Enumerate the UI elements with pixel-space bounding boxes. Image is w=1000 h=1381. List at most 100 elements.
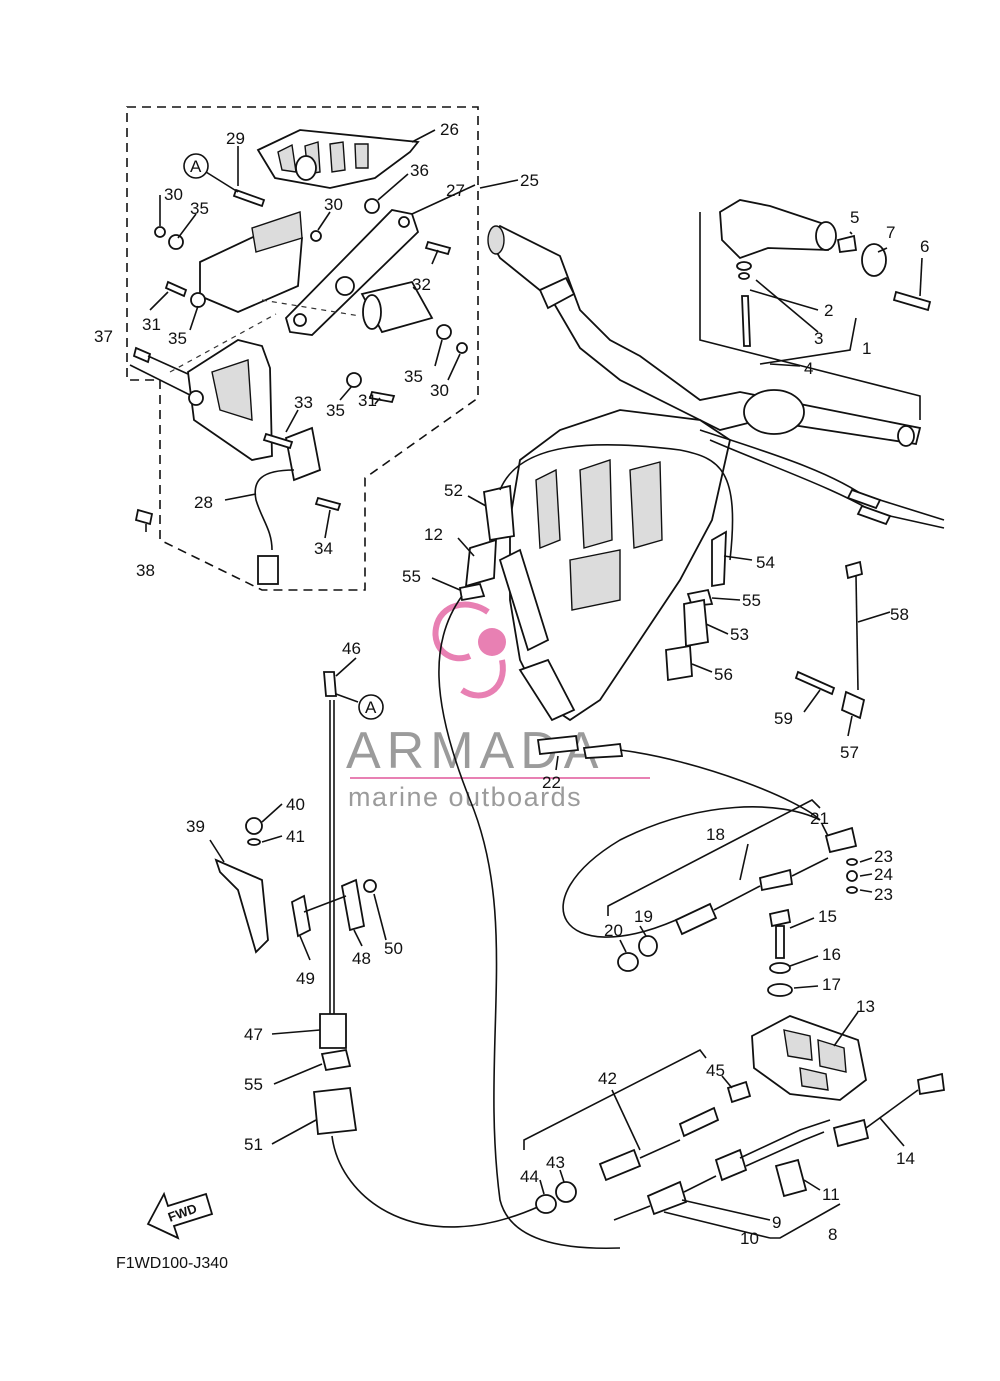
part-fasteners-box <box>132 188 468 526</box>
callout-12: 12 <box>424 525 443 544</box>
ref-marker-a-bottom: A <box>358 694 384 720</box>
leader-lines-upper-right <box>431 231 923 771</box>
callout-54: 54 <box>756 553 775 572</box>
callout-25: 25 <box>520 171 539 190</box>
fwd-arrow-icon: FWD <box>146 1191 214 1240</box>
callout-40: 40 <box>286 795 305 814</box>
part-side-plate <box>187 339 273 461</box>
callout-16: 16 <box>822 945 841 964</box>
callout-5: 5 <box>850 208 859 227</box>
callout-27: 27 <box>446 181 465 200</box>
callout-18: 18 <box>706 825 725 844</box>
svg-text:A: A <box>190 157 202 176</box>
callout-38: 38 <box>136 561 155 580</box>
part-54-53-56 <box>665 530 727 682</box>
part-14-harness <box>832 1072 946 1148</box>
svg-text:A: A <box>365 698 377 717</box>
callout-55c: 55 <box>244 1075 263 1094</box>
leader-lines-15-17 <box>619 823 873 989</box>
callout-2: 2 <box>824 301 833 320</box>
callout-23b: 23 <box>874 885 893 904</box>
callout-30b: 30 <box>324 195 343 214</box>
callout-31b: 31 <box>358 391 377 410</box>
callout-13: 13 <box>856 997 875 1016</box>
part-27-bracket <box>284 209 420 336</box>
part-13-base <box>751 1015 867 1101</box>
callout-3: 3 <box>814 329 823 348</box>
callout-23a: 23 <box>874 847 893 866</box>
callout-22: 22 <box>542 773 561 792</box>
callout-47: 47 <box>244 1025 263 1044</box>
cable-left-down <box>438 595 621 1250</box>
callout-51: 51 <box>244 1135 263 1154</box>
part-39-bracket <box>214 817 377 954</box>
callout-29: 29 <box>226 129 245 148</box>
callout-39: 39 <box>186 817 205 836</box>
part-15-16-17 <box>767 908 793 997</box>
callout-15: 15 <box>818 907 837 926</box>
callout-11: 11 <box>822 1185 840 1204</box>
part-handlebar <box>487 224 922 447</box>
callout-53: 53 <box>730 625 749 644</box>
callout-59: 59 <box>774 709 793 728</box>
ref-marker-a-top: A <box>183 153 209 179</box>
part-42-cable <box>535 1080 752 1214</box>
group-bracket-18 <box>607 799 821 916</box>
leader-a-bottom <box>335 693 359 703</box>
callout-37: 37 <box>94 327 113 346</box>
leader-lines-42-45 <box>539 1075 733 1195</box>
callout-7: 7 <box>886 223 895 242</box>
callout-31a: 31 <box>142 315 161 334</box>
throttle-cable-a <box>699 429 871 501</box>
callout-49: 49 <box>296 969 315 988</box>
callout-20: 20 <box>604 921 623 940</box>
callout-26: 26 <box>440 120 459 139</box>
callout-52: 52 <box>444 481 463 500</box>
callout-24: 24 <box>874 865 893 884</box>
leader-lines-lower-left <box>209 657 387 1145</box>
assembly-boundary <box>126 106 479 591</box>
part-46-47-51 <box>313 671 541 1228</box>
part-8-9-10-11 <box>613 1119 831 1221</box>
leader-13 <box>833 1011 859 1047</box>
callout-45: 45 <box>706 1061 725 1080</box>
callout-17: 17 <box>822 975 841 994</box>
callout-48: 48 <box>352 949 371 968</box>
group-bracket-1 <box>699 212 921 420</box>
callout-43: 43 <box>546 1153 565 1172</box>
callout-35d: 35 <box>326 401 345 420</box>
part-right-grip <box>719 199 932 347</box>
throttle-cable-b <box>709 439 881 517</box>
callout-42: 42 <box>598 1069 617 1088</box>
callout-19: 19 <box>634 907 653 926</box>
callout-50: 50 <box>384 939 403 958</box>
callout-58: 58 <box>890 605 909 624</box>
part-52-boot <box>458 484 515 602</box>
callout-6: 6 <box>920 237 929 256</box>
callout-4: 4 <box>804 359 813 378</box>
part-18-cable <box>562 806 858 972</box>
diagram-code: F1WD100-J340 <box>116 1255 228 1272</box>
part-steering-column <box>498 409 732 722</box>
callout-34: 34 <box>314 539 333 558</box>
callout-46: 46 <box>342 639 361 658</box>
cable-left-long <box>499 444 734 561</box>
callout-56: 56 <box>714 665 733 684</box>
callout-32: 32 <box>412 275 431 294</box>
callout-35a: 35 <box>190 199 209 218</box>
part-cable-ends-right <box>846 488 945 529</box>
part-block-left <box>199 211 303 313</box>
callout-28: 28 <box>194 493 213 512</box>
callout-8: 8 <box>828 1225 837 1244</box>
callout-30a: 30 <box>164 185 183 204</box>
callout-21: 21 <box>810 809 829 828</box>
callout-14: 14 <box>896 1149 915 1168</box>
callout-55b: 55 <box>742 591 761 610</box>
callout-10: 10 <box>740 1229 759 1248</box>
callout-57: 57 <box>840 743 859 762</box>
callout-1: 1 <box>862 339 871 358</box>
group-bracket-1b <box>759 317 857 365</box>
callout-30c: 30 <box>430 381 449 400</box>
part-sleeve <box>360 280 434 334</box>
part-26-cover <box>256 129 420 189</box>
